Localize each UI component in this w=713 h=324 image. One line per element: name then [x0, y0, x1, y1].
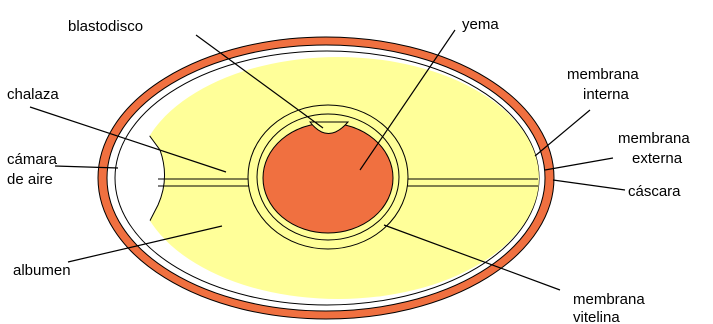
- label-membrana-externa-line2: externa: [632, 150, 683, 167]
- label-albumen: albumen: [13, 262, 71, 279]
- label-yema: yema: [462, 16, 499, 33]
- label-membrana-vitelina-line1: membrana: [573, 291, 645, 308]
- leader-membrana-externa: [545, 158, 613, 170]
- label-cascara: cáscara: [628, 183, 681, 200]
- label-camara-line1: cámara: [7, 151, 58, 168]
- leader-cascara: [553, 180, 625, 190]
- label-blastodisco: blastodisco: [68, 18, 143, 35]
- yolk: [263, 123, 393, 233]
- label-membrana-externa-line1: membrana: [618, 130, 690, 147]
- label-camara-line2: de aire: [7, 171, 53, 188]
- label-membrana-vitelina-line2: vitelina: [573, 309, 620, 324]
- label-chalaza: chalaza: [7, 86, 59, 103]
- label-membrana-interna-line1: membrana: [567, 66, 639, 83]
- label-membrana-interna-line2: interna: [583, 86, 630, 103]
- leader-membrana-interna: [535, 110, 590, 156]
